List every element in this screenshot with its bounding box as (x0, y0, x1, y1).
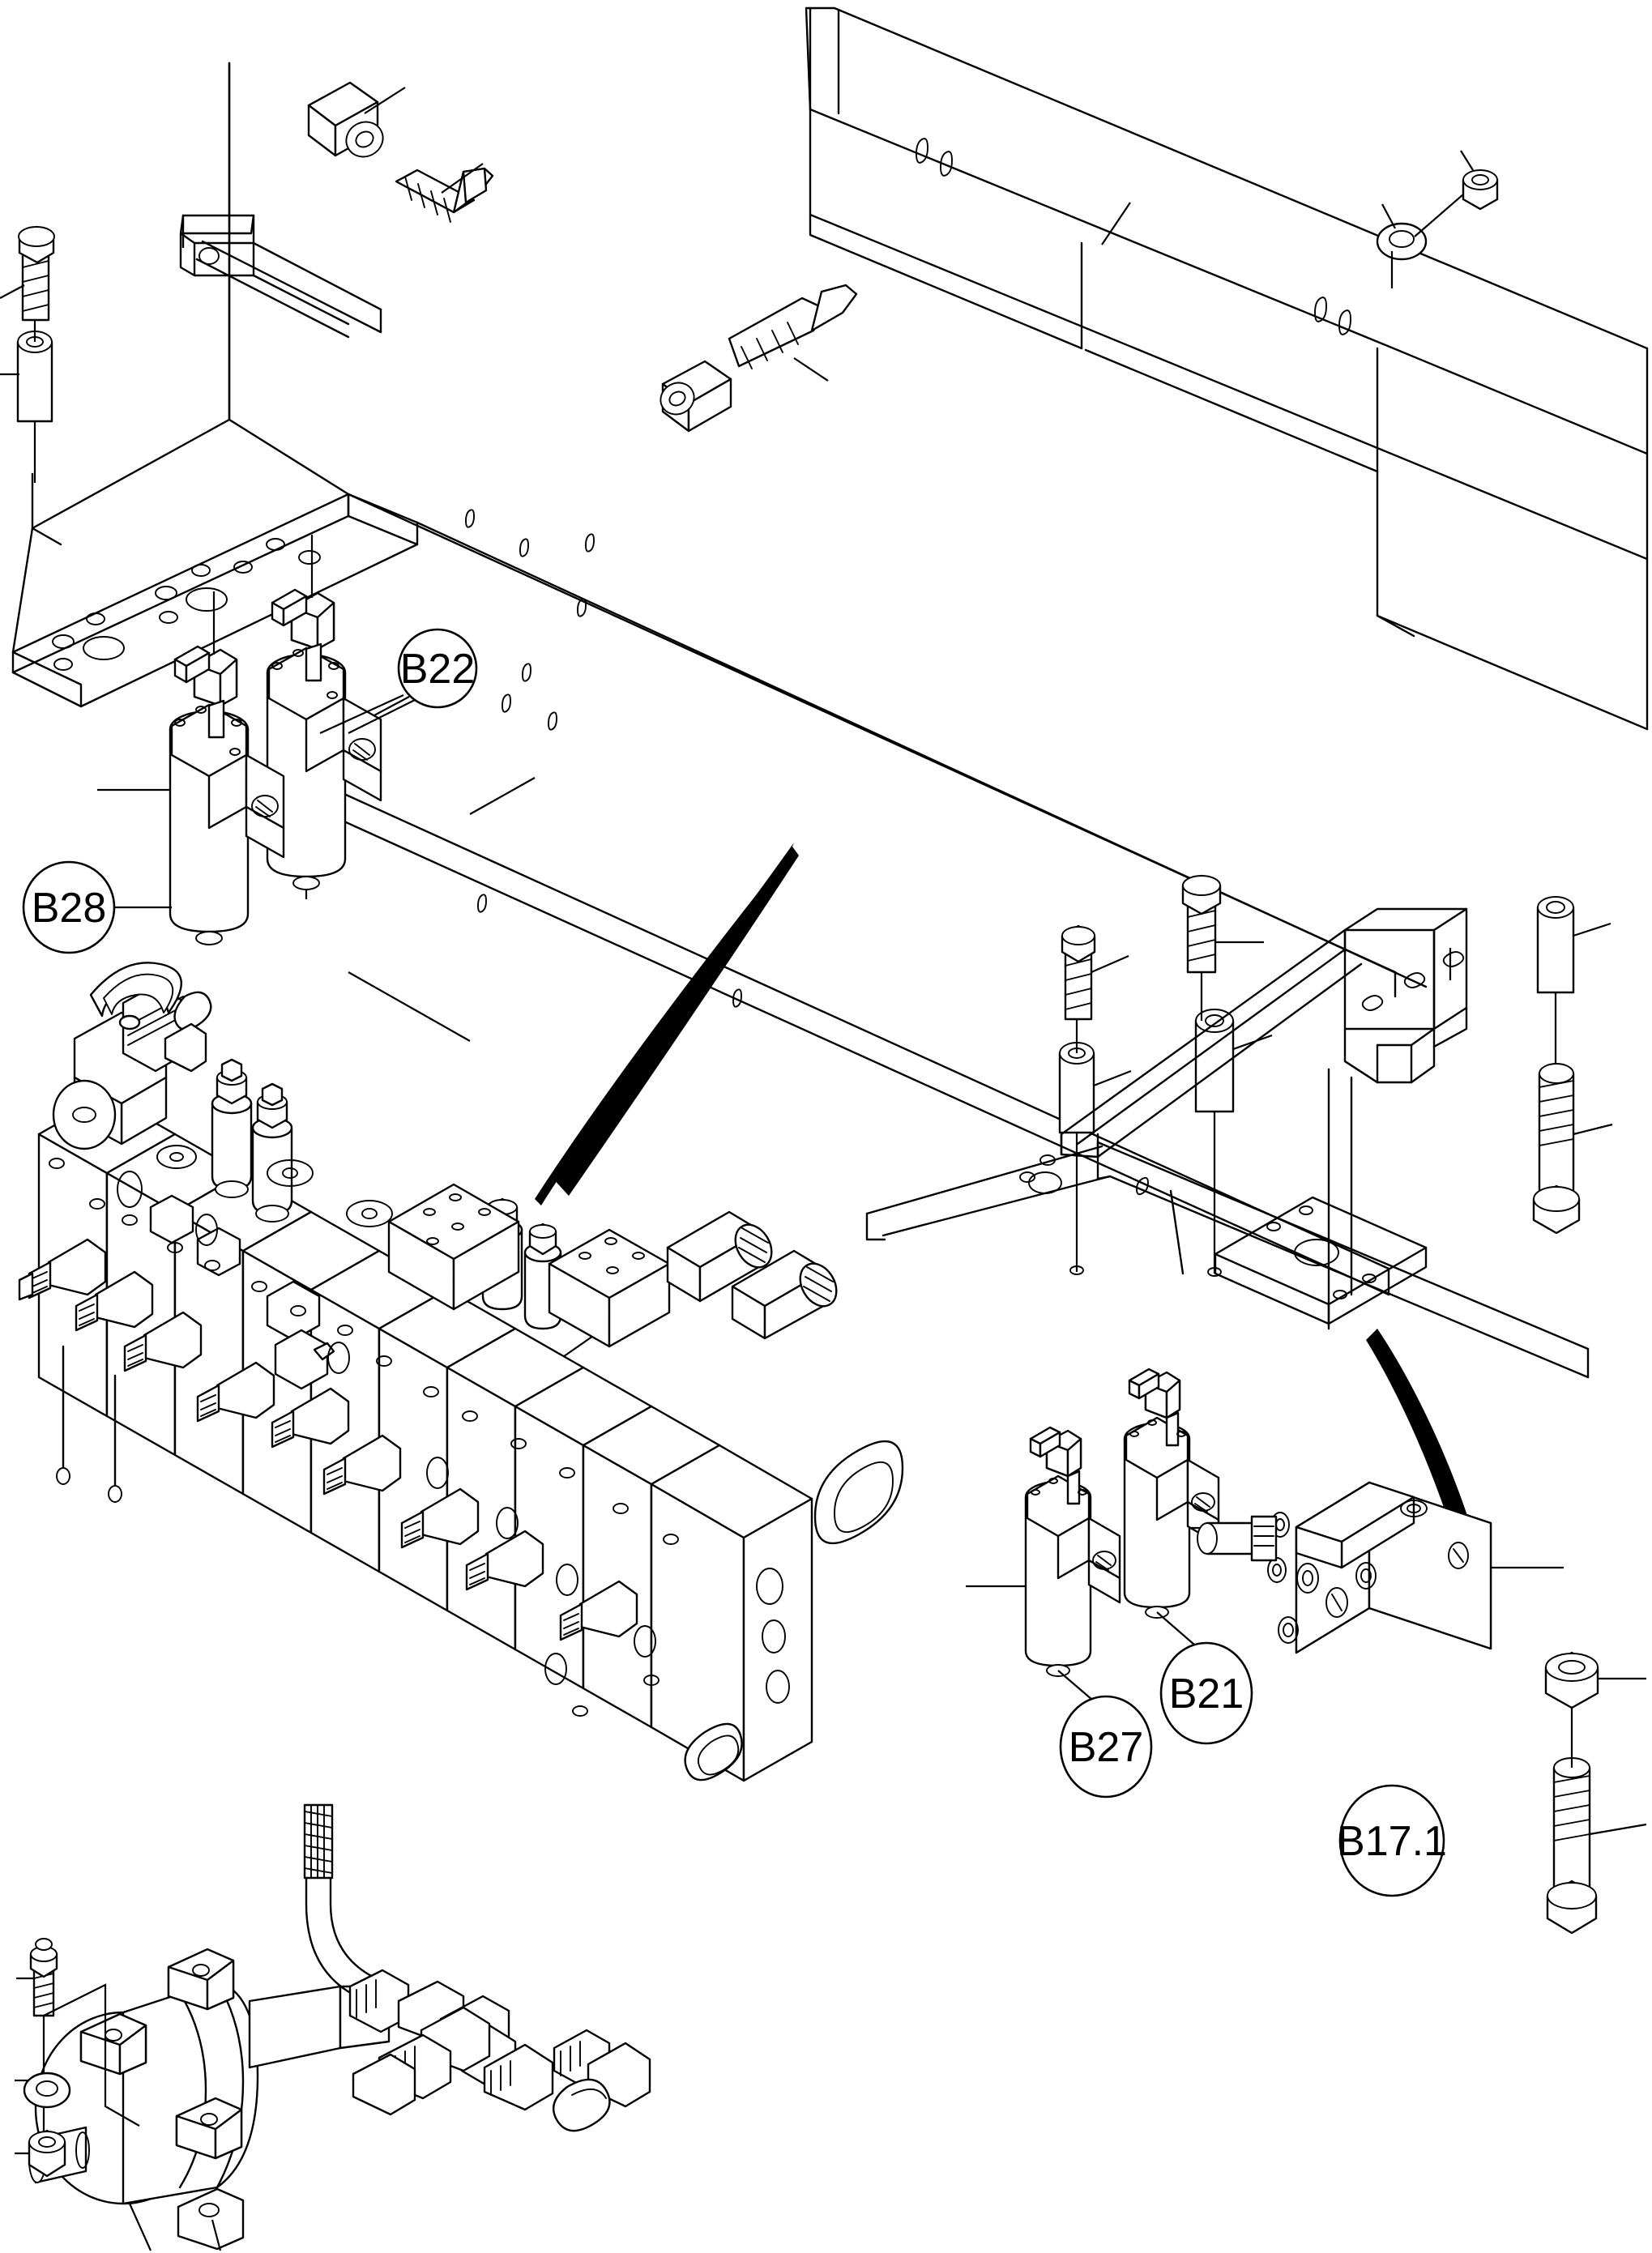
callout-b22-label: B22 (400, 646, 476, 693)
hex-nut-bottom-right (1544, 1651, 1646, 1709)
tubular-spacer-center-top (660, 360, 732, 433)
tubular-spacer-right-b (1194, 972, 1273, 1277)
hex-bolt-right-b (1181, 874, 1264, 974)
tubular-spacer-right-c (1536, 896, 1611, 1069)
hex-bolt-center-top (728, 284, 858, 382)
hex-nut-top-right (1460, 150, 1499, 211)
tubular-spacer-left-edge (0, 320, 53, 483)
callout-b27-label: B27 (1069, 1724, 1144, 1771)
callout-b28-label: B28 (32, 885, 107, 932)
right-mounting-bracket (865, 907, 1590, 1379)
callout-b27-balloon[interactable] (1059, 1695, 1153, 1799)
inline-valve-group (666, 1210, 838, 1340)
hydraulic-filter-b27 (966, 1426, 1121, 1700)
valve-manifold-block (18, 962, 904, 1782)
flat-washer-accumulator (15, 2072, 71, 2109)
callout-b17-1-label: B17.1 (1337, 1818, 1447, 1865)
port-fitting-group (18, 1238, 638, 1641)
hydraulic-filter-b21 (1123, 1368, 1272, 1645)
hex-bolt-top-left (395, 163, 494, 223)
callout-b22-balloon[interactable] (397, 628, 478, 709)
callout-b17-1[interactable]: B17.1 (1337, 1784, 1447, 1897)
main-frame-rail (805, 6, 1649, 731)
hex-bolt-right-c (1532, 1063, 1613, 1235)
callout-b22[interactable]: B22 (319, 628, 478, 735)
callout-layer: B22 B28 B27 B21 B17.1 (22, 628, 1447, 1897)
accumulator-assembly (28, 1948, 391, 2251)
callout-b21-balloon[interactable] (1159, 1641, 1253, 1745)
hydraulic-hose (303, 1803, 374, 1996)
hex-bolt-left-edge (0, 225, 55, 322)
hydraulic-filter-b22 (266, 535, 422, 899)
callout-b27[interactable]: B27 (1059, 1695, 1153, 1799)
tee-fitting (348, 1969, 651, 2132)
tubular-spacer-top-left (307, 81, 406, 158)
callout-b21[interactable]: B21 (1159, 1641, 1253, 1745)
hex-nut-accumulator (15, 2129, 66, 2178)
callout-b28[interactable]: B28 (22, 860, 172, 954)
callout-b21-label: B21 (1169, 1671, 1244, 1717)
callout-b28-balloon[interactable] (22, 860, 116, 954)
callout-b17-1-balloon[interactable] (1338, 1784, 1445, 1897)
hex-bolt-bottom-right (1546, 1708, 1647, 1935)
hydraulic-filter-b28 (97, 591, 285, 945)
flat-washer-top-right (1376, 194, 1464, 288)
control-valve-b17-1 (1197, 1481, 1564, 1654)
hex-bolt-right-a (1061, 924, 1129, 1021)
